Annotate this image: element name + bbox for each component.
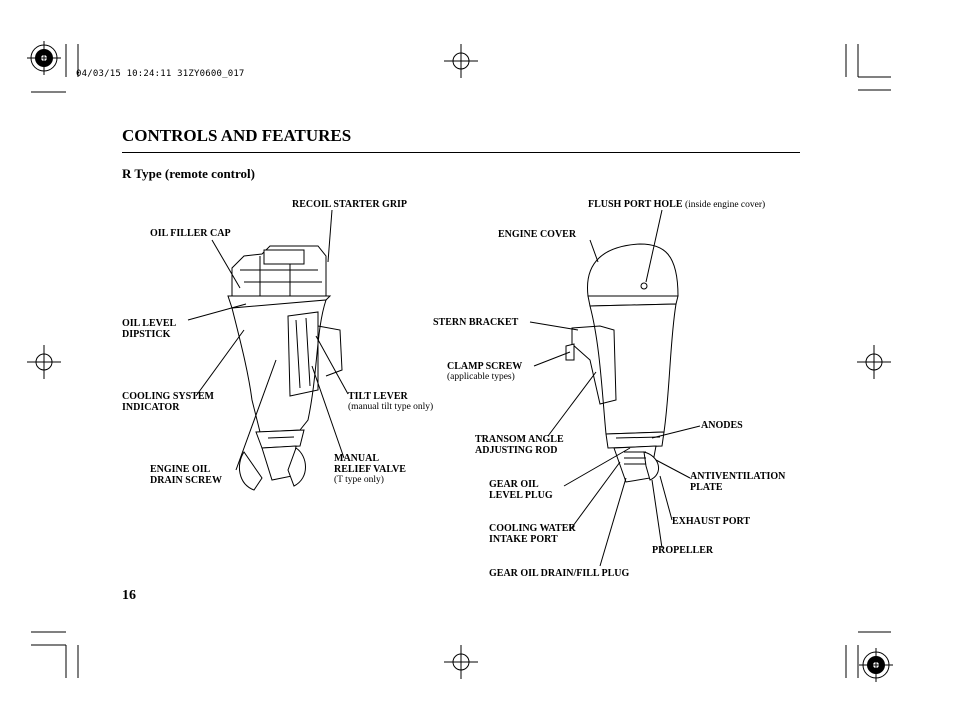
registration-mark-top <box>444 44 478 78</box>
label-line: COOLING WATER <box>489 523 576 534</box>
label-engine-oil-drain-screw: ENGINE OIL DRAIN SCREW <box>150 464 222 486</box>
label-transom-angle-adjusting-rod: TRANSOM ANGLE ADJUSTING ROD <box>475 434 564 456</box>
label-line: DIPSTICK <box>122 329 171 340</box>
label-line: INTAKE PORT <box>489 534 558 545</box>
label-line: GEAR OIL <box>489 479 539 490</box>
label-anodes: ANODES <box>701 420 743 431</box>
label-antiventilation-plate: ANTIVENTILATION PLATE <box>690 471 785 493</box>
label-propeller: PROPELLER <box>652 545 714 556</box>
subsection-title: R Type (remote control) <box>122 166 255 181</box>
label-cooling-system-indicator: COOLING SYSTEM INDICATOR <box>122 391 214 413</box>
label-oil-level-dipstick: OIL LEVEL DIPSTICK <box>122 318 176 340</box>
label-note: (T type only) <box>334 475 384 485</box>
label-manual-relief-valve: MANUAL RELIEF VALVE (T type only) <box>334 453 406 486</box>
registration-target-bottom-right <box>859 648 893 682</box>
label-line: TRANSOM ANGLE <box>475 434 564 445</box>
label-line: ANTIVENTILATION <box>690 471 786 482</box>
label-line: COOLING SYSTEM <box>122 391 214 402</box>
label-exhaust-port: EXHAUST PORT <box>672 516 751 527</box>
label-note: (manual tilt type only) <box>348 402 434 412</box>
page-number: 16 <box>122 588 136 603</box>
label-stern-bracket: STERN BRACKET <box>433 317 519 328</box>
label-line: PLATE <box>690 482 723 493</box>
label-line: OIL LEVEL <box>122 318 177 329</box>
label-recoil-starter-grip: RECOIL STARTER GRIP <box>292 199 408 210</box>
label-line: INDICATOR <box>122 402 180 413</box>
label-line: LEVEL PLUG <box>489 490 553 501</box>
crop-mark-bottom-right <box>845 631 891 678</box>
registration-mark-left <box>27 345 61 379</box>
label-line: ENGINE OIL <box>150 464 211 475</box>
label-note: (inside engine cover) <box>684 200 766 210</box>
label-oil-filler-cap: OIL FILLER CAP <box>150 228 231 239</box>
outboard-motor-right-illustration <box>565 243 679 483</box>
crop-mark-bottom-left <box>31 631 79 678</box>
registration-mark-right <box>857 345 891 379</box>
label-clamp-screw: CLAMP SCREW (applicable types) <box>447 361 522 383</box>
leader-lines-left <box>187 209 349 471</box>
label-flush-port-hole: FLUSH PORT HOLE (inside engine cover) <box>588 199 765 211</box>
label-cooling-water-intake-port: COOLING WATER INTAKE PORT <box>489 523 576 545</box>
label-line: TILT LEVER <box>348 391 408 402</box>
label-line: ADJUSTING ROD <box>475 445 558 456</box>
label-line: MANUAL <box>334 453 379 464</box>
label-engine-cover: ENGINE COVER <box>498 229 577 240</box>
label-line: RELIEF VALVE <box>334 464 406 475</box>
title-divider <box>122 152 800 153</box>
outboard-motor-left-illustration <box>227 245 343 491</box>
label-line: FLUSH PORT HOLE <box>588 199 683 210</box>
crop-mark-top-right <box>845 44 891 91</box>
print-stamp: 04/03/15 10:24:11 31ZY0600_017 <box>76 69 245 79</box>
label-tilt-lever: TILT LEVER (manual tilt type only) <box>348 391 433 413</box>
label-line: DRAIN SCREW <box>150 475 222 486</box>
label-line: CLAMP SCREW <box>447 361 523 372</box>
label-gear-oil-drain-fill-plug: GEAR OIL DRAIN/FILL PLUG <box>489 568 630 579</box>
crop-mark-top-left <box>31 44 79 93</box>
leader-lines-right <box>529 209 701 567</box>
label-note: (applicable types) <box>447 372 515 382</box>
section-title: CONTROLS AND FEATURES <box>122 126 352 145</box>
label-gear-oil-level-plug: GEAR OIL LEVEL PLUG <box>489 479 553 501</box>
registration-mark-bottom <box>444 645 478 679</box>
registration-target-top-left <box>27 41 61 75</box>
